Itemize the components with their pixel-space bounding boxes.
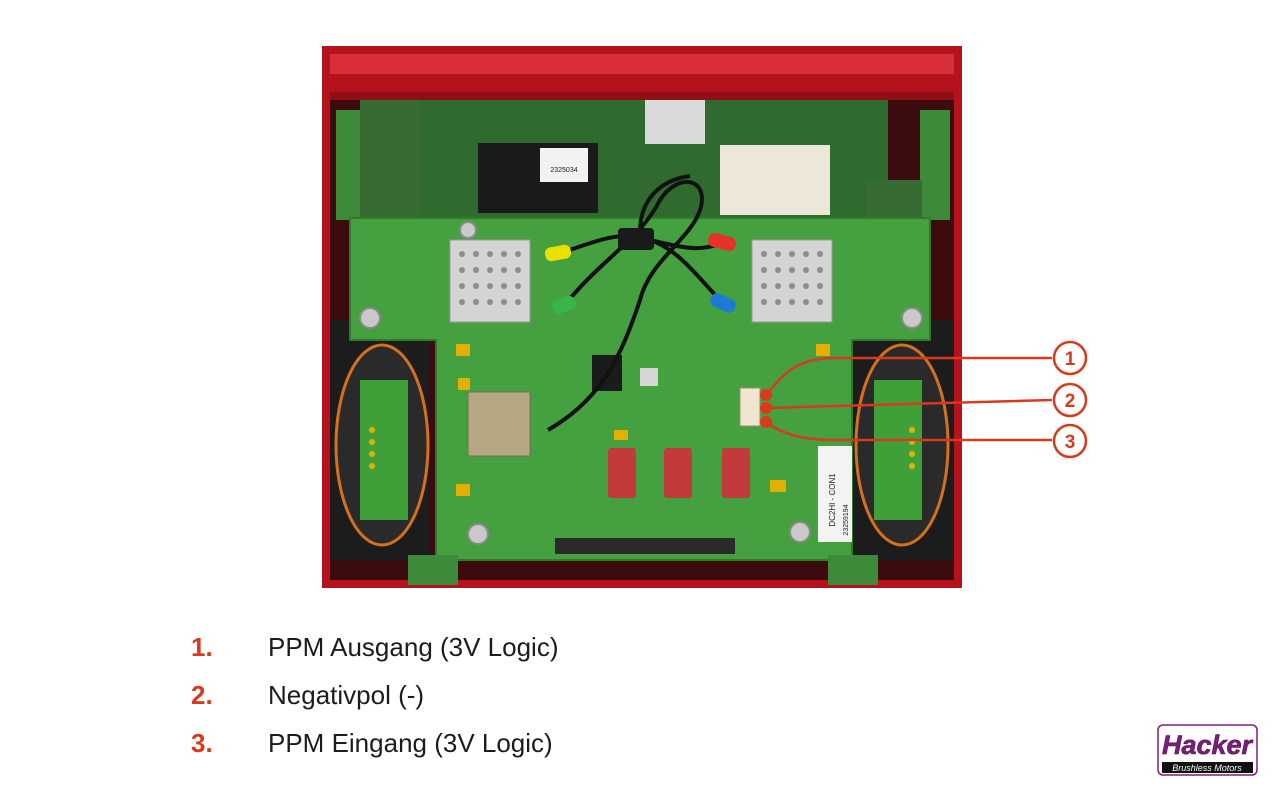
ppm-connector <box>739 387 761 427</box>
pcb-photo: 2325034 <box>322 46 1088 588</box>
callout-leaders <box>765 356 1053 442</box>
legend-number: 3. <box>191 727 213 758</box>
logo-tagline: Brushless Motors <box>1172 763 1242 773</box>
legend-text: PPM Ausgang (3V Logic) <box>268 631 559 662</box>
legend-text: Negativpol (-) <box>268 679 425 710</box>
chip-code-3: 23259194 <box>843 504 850 535</box>
callout-2: 2 <box>1052 382 1088 418</box>
callout-2-number: 2 <box>1065 391 1076 412</box>
chip-label-1 <box>540 148 588 182</box>
callout-1-number: 1 <box>1065 349 1076 370</box>
logo-brand: Hacker <box>1162 730 1254 760</box>
callout-3: 3 <box>1052 423 1088 459</box>
legend-number: 2. <box>191 679 213 710</box>
callout-1: 1 <box>1052 340 1088 376</box>
legend-text: PPM Eingang (3V Logic) <box>268 727 553 758</box>
callout-3-number: 3 <box>1065 432 1076 453</box>
chip-code-2: DC2HI - CON1 <box>828 473 837 527</box>
hacker-logo: Hacker Brushless Motors <box>1157 724 1258 776</box>
legend-number: 1. <box>191 631 213 662</box>
chip-code-1: 2325034 <box>550 167 577 174</box>
